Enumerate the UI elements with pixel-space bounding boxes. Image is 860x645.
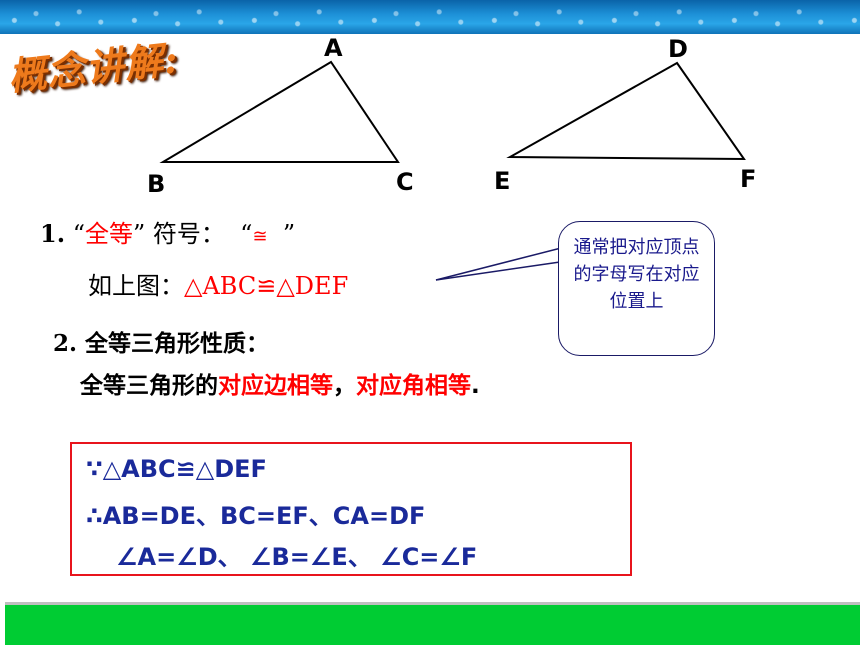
property-prefix: 全等三角形的: [80, 373, 218, 399]
property-period: .: [471, 373, 480, 399]
symbol-close-quote: ”: [282, 220, 296, 248]
proof-angles: ∠A=∠D、 ∠B=∠E、 ∠C=∠F: [116, 543, 478, 571]
triangle-abc: [159, 60, 400, 163]
vertex-label-d: D: [668, 35, 688, 63]
point-2-body: 全等三角形的对应边相等，对应角相等.: [80, 366, 480, 400]
property-sides: 对应边相等: [218, 373, 333, 399]
example-line: 如上图：△ABC≌△DEF: [88, 266, 348, 301]
callout-text: 通常把对应顶点的字母写在对应位置上: [573, 237, 700, 312]
close-quote: ”: [132, 220, 146, 248]
point-1-number: 1.: [40, 219, 66, 248]
vertex-label-e: E: [494, 167, 511, 195]
proof-given: ∵△ABC≌△DEF: [86, 455, 267, 483]
property-comma: ，: [333, 373, 356, 399]
callout-bubble: [558, 221, 715, 356]
congruence-symbol: ≅: [252, 226, 268, 247]
vertex-label-b: B: [147, 170, 166, 198]
triangle-def: [506, 61, 746, 161]
footer-bar: [5, 605, 860, 645]
point-1: 1. “全等” 符号： “≅ ”: [40, 214, 295, 249]
proof-box: [70, 442, 632, 576]
symbol-label: 符号：: [152, 220, 225, 248]
congruent-term: 全等: [84, 220, 133, 248]
property-angles: 对应角相等: [356, 373, 471, 399]
example-expression: △ABC≌△DEF: [184, 272, 349, 300]
vertex-label-c: C: [396, 168, 414, 196]
example-label: 如上图：: [88, 272, 184, 300]
proof-sides: ∴AB=DE、BC=EF、CA=DF: [86, 502, 426, 530]
header-bar: [0, 0, 860, 34]
callout-pointer-lower: [435, 261, 561, 281]
vertex-label-a: A: [324, 34, 343, 62]
open-quote: “: [72, 220, 85, 248]
vertex-label-f: F: [740, 165, 757, 193]
point-2-title: 2. 全等三角形性质：: [53, 330, 270, 357]
symbol-open-quote: “: [240, 220, 253, 248]
callout-pointer: [435, 246, 566, 281]
